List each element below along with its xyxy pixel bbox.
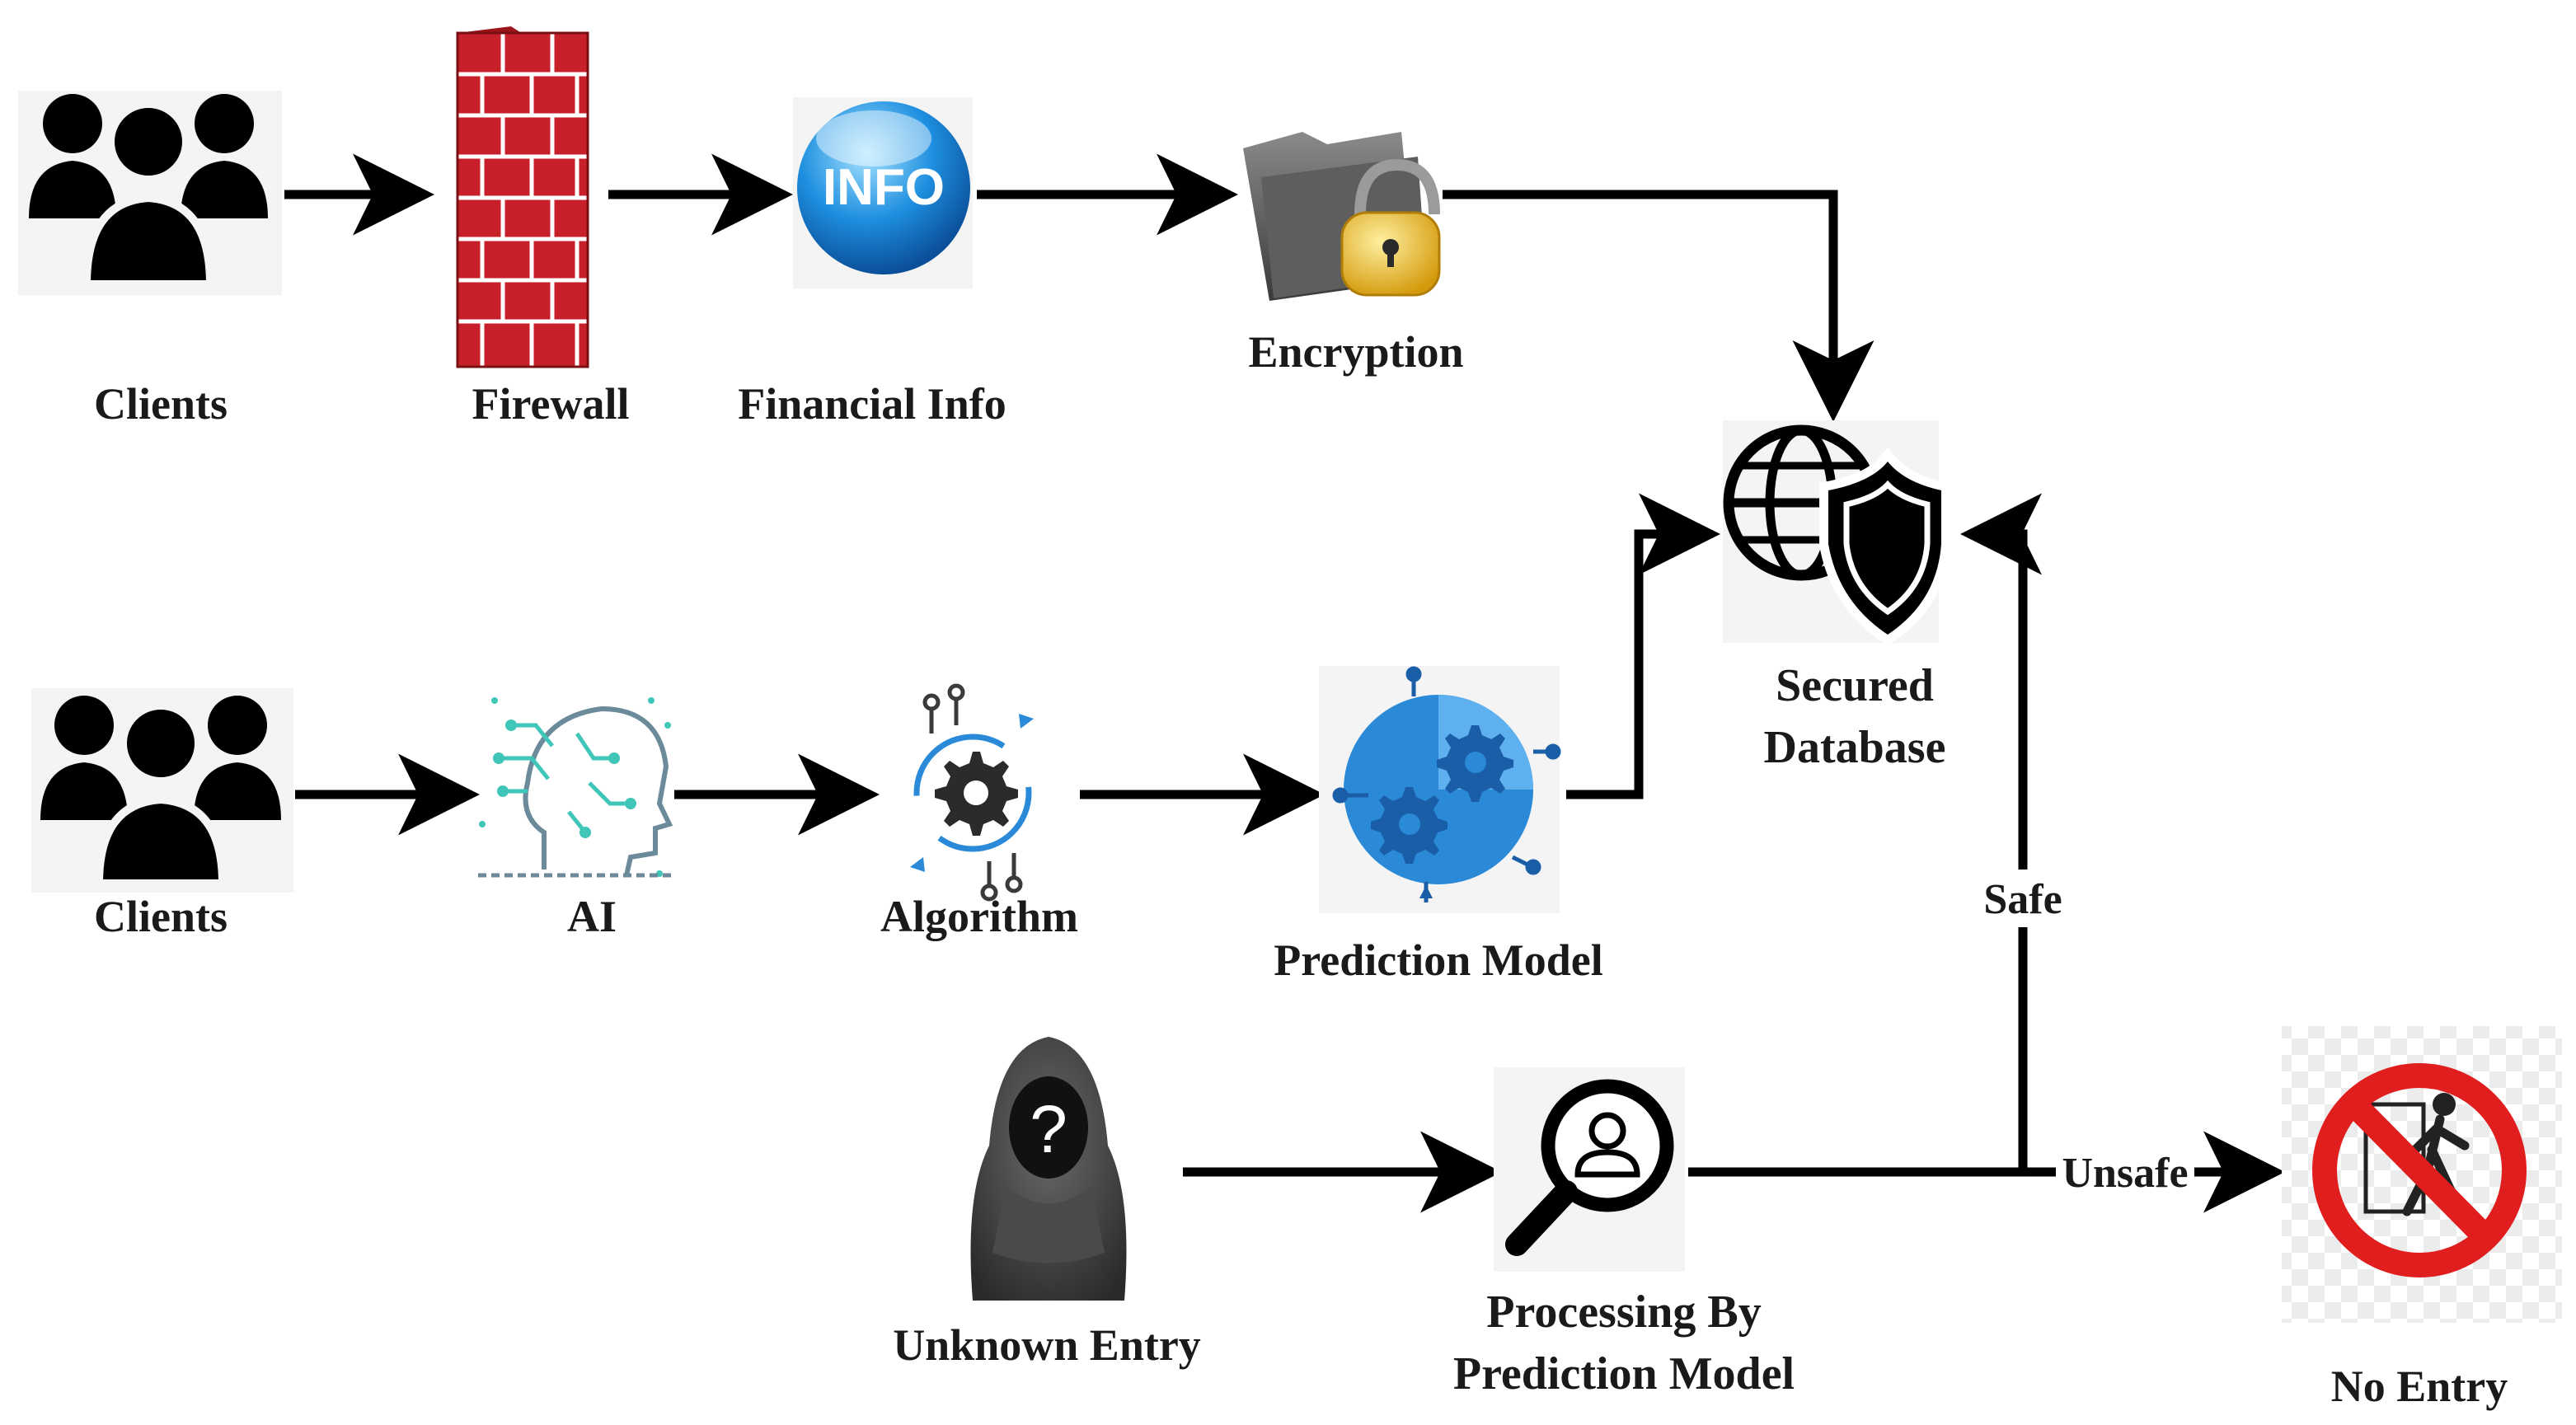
info-badge-text: INFO (823, 159, 945, 216)
globe-shield-icon (1723, 424, 1950, 646)
node-ai: AI (478, 697, 673, 941)
connectors (284, 153, 2285, 1213)
clients-top-label: Clients (94, 379, 228, 429)
node-processing: Processing By Prediction Model (1453, 1067, 1795, 1399)
processing-label-line2: Prediction Model (1453, 1348, 1795, 1399)
edge-safe-to-database (1960, 493, 2042, 1172)
info-sphere-icon: INFO (797, 101, 970, 274)
node-firewall: Firewall (456, 26, 630, 429)
edge-safe-label: Safe (1983, 876, 2062, 923)
processing-label-line1: Processing By (1486, 1287, 1761, 1338)
locked-folder-icon (1243, 132, 1441, 301)
brick-wall-icon (456, 26, 589, 368)
clients-mid-label: Clients (94, 892, 228, 941)
edge-encryption-to-database (1443, 190, 1875, 422)
users-group-icon (40, 696, 281, 888)
secured-database-label-line1: Secured (1776, 660, 1934, 711)
node-encryption: Encryption (1243, 132, 1464, 377)
magnifier-person-icon (1505, 1079, 1674, 1256)
unknown-entry-question-mark: ? (1030, 1092, 1067, 1167)
unknown-entry-label: Unknown Entry (893, 1320, 1201, 1370)
users-group-icon (29, 94, 268, 288)
edge-model-to-database (1566, 493, 1720, 799)
ai-head-circuit-icon (478, 697, 673, 878)
encryption-label: Encryption (1248, 327, 1463, 377)
node-secured-database: Secured Database (1723, 420, 1950, 773)
prediction-model-label: Prediction Model (1274, 935, 1602, 985)
no-entry-label: No Entry (2331, 1362, 2508, 1411)
node-no-entry: No Entry (2282, 1026, 2562, 1411)
node-unknown-entry: ? Unknown Entry (893, 1037, 1201, 1370)
node-algorithm: Algorithm (880, 683, 1078, 941)
no-entry-sign-icon (2312, 1063, 2527, 1277)
secured-database-label-line2: Database (1764, 722, 1946, 773)
ai-label: AI (567, 892, 617, 941)
financial-info-label: Financial Info (738, 379, 1006, 429)
node-clients-mid: Clients (31, 688, 293, 941)
edge-unsafe-label: Unsafe (2062, 1150, 2188, 1197)
algorithm-label: Algorithm (880, 892, 1078, 941)
hooded-figure-question-icon: ? (970, 1037, 1127, 1301)
firewall-label: Firewall (472, 379, 630, 429)
gear-cycle-icon (910, 683, 1034, 902)
node-prediction-model: Prediction Model (1274, 666, 1603, 985)
node-clients-top: Clients (18, 91, 282, 429)
node-financial-info: INFO Financial Info (738, 97, 1006, 429)
gears-circuit-icon (1332, 666, 1561, 902)
